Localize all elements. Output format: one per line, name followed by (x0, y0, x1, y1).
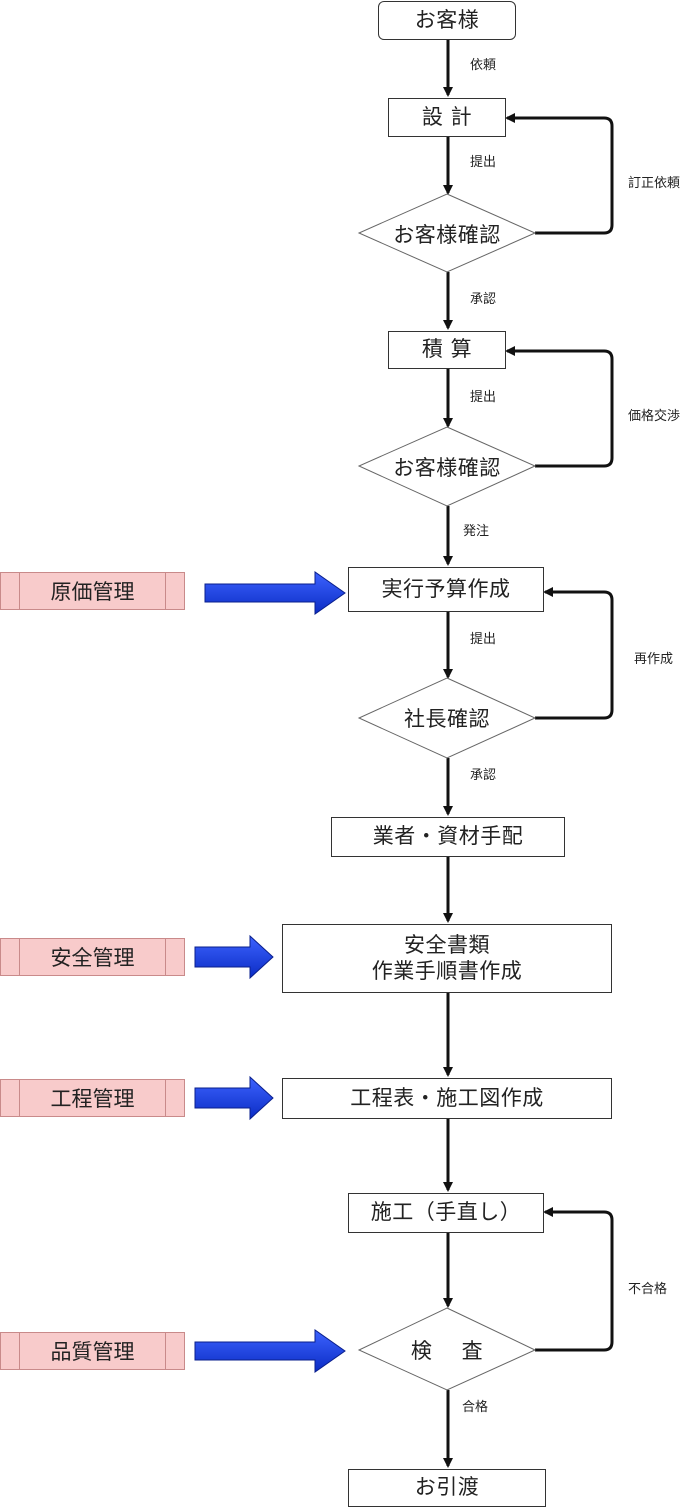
blue-arrow-quality (194, 1329, 346, 1373)
management-cost: 原価管理 (0, 572, 185, 610)
node-construction: 施工（手直し） (348, 1193, 544, 1233)
diamond-text-inspection: 検 査 (410, 1339, 484, 1363)
edge-label-approve-1: 承認 (470, 292, 497, 307)
management-quality-label: 品質管理 (50, 1340, 135, 1364)
edge-label-submit-1: 提出 (470, 155, 497, 170)
blue-arrow-process (194, 1075, 274, 1121)
blue-arrow-cost (204, 571, 346, 615)
edge-label-revision-request: 訂正依頼 (628, 176, 681, 191)
node-schedule: 工程表・施工図作成 (282, 1078, 612, 1119)
loop-price-negotiation (505, 346, 614, 468)
blue-arrow-safety (194, 934, 274, 980)
loop-recreate (535, 587, 614, 720)
diamond-customer-check-2 (357, 426, 537, 507)
edge-label-order: 発注 (463, 524, 490, 539)
edge-label-recreate: 再作成 (634, 652, 674, 667)
edge-label-approve-2: 承認 (470, 768, 497, 783)
diamond-inspection (357, 1307, 537, 1391)
diamond-text-customer-check-1: お客様確認 (393, 223, 501, 247)
node-customer: お客様 (378, 1, 516, 40)
edge-label-request: 依頼 (470, 58, 497, 73)
management-safety-label: 安全管理 (50, 946, 135, 970)
management-process: 工程管理 (0, 1079, 185, 1117)
edge-label-fail: 不合格 (628, 1282, 668, 1297)
loop-revision-request (505, 113, 614, 235)
edge-label-pass: 合格 (462, 1400, 489, 1415)
edge-label-price-negotiation: 価格交渉 (628, 409, 681, 424)
management-process-label: 工程管理 (50, 1087, 135, 1111)
node-budget: 実行予算作成 (348, 567, 544, 612)
node-estimate: 積 算 (388, 331, 506, 369)
diamond-text-president-check: 社長確認 (404, 707, 490, 731)
edge-label-submit-3: 提出 (470, 632, 497, 647)
diamond-text-customer-check-2: お客様確認 (393, 456, 501, 480)
edge-label-submit-2: 提出 (470, 390, 497, 405)
management-cost-label: 原価管理 (50, 580, 135, 604)
management-safety: 安全管理 (0, 938, 185, 976)
loop-fail (535, 1207, 614, 1352)
node-handover: お引渡 (348, 1469, 546, 1507)
node-design: 設 計 (388, 98, 506, 137)
safety-docs-line2: 作業手順書作成 (371, 958, 523, 983)
node-safety-docs: 安全書類 作業手順書作成 (282, 924, 612, 993)
diamond-president-check (357, 677, 537, 759)
management-quality: 品質管理 (0, 1332, 185, 1370)
node-arrange: 業者・資材手配 (331, 817, 565, 857)
safety-docs-line1: 安全書類 (404, 933, 490, 958)
diamond-customer-check-1 (357, 193, 537, 273)
